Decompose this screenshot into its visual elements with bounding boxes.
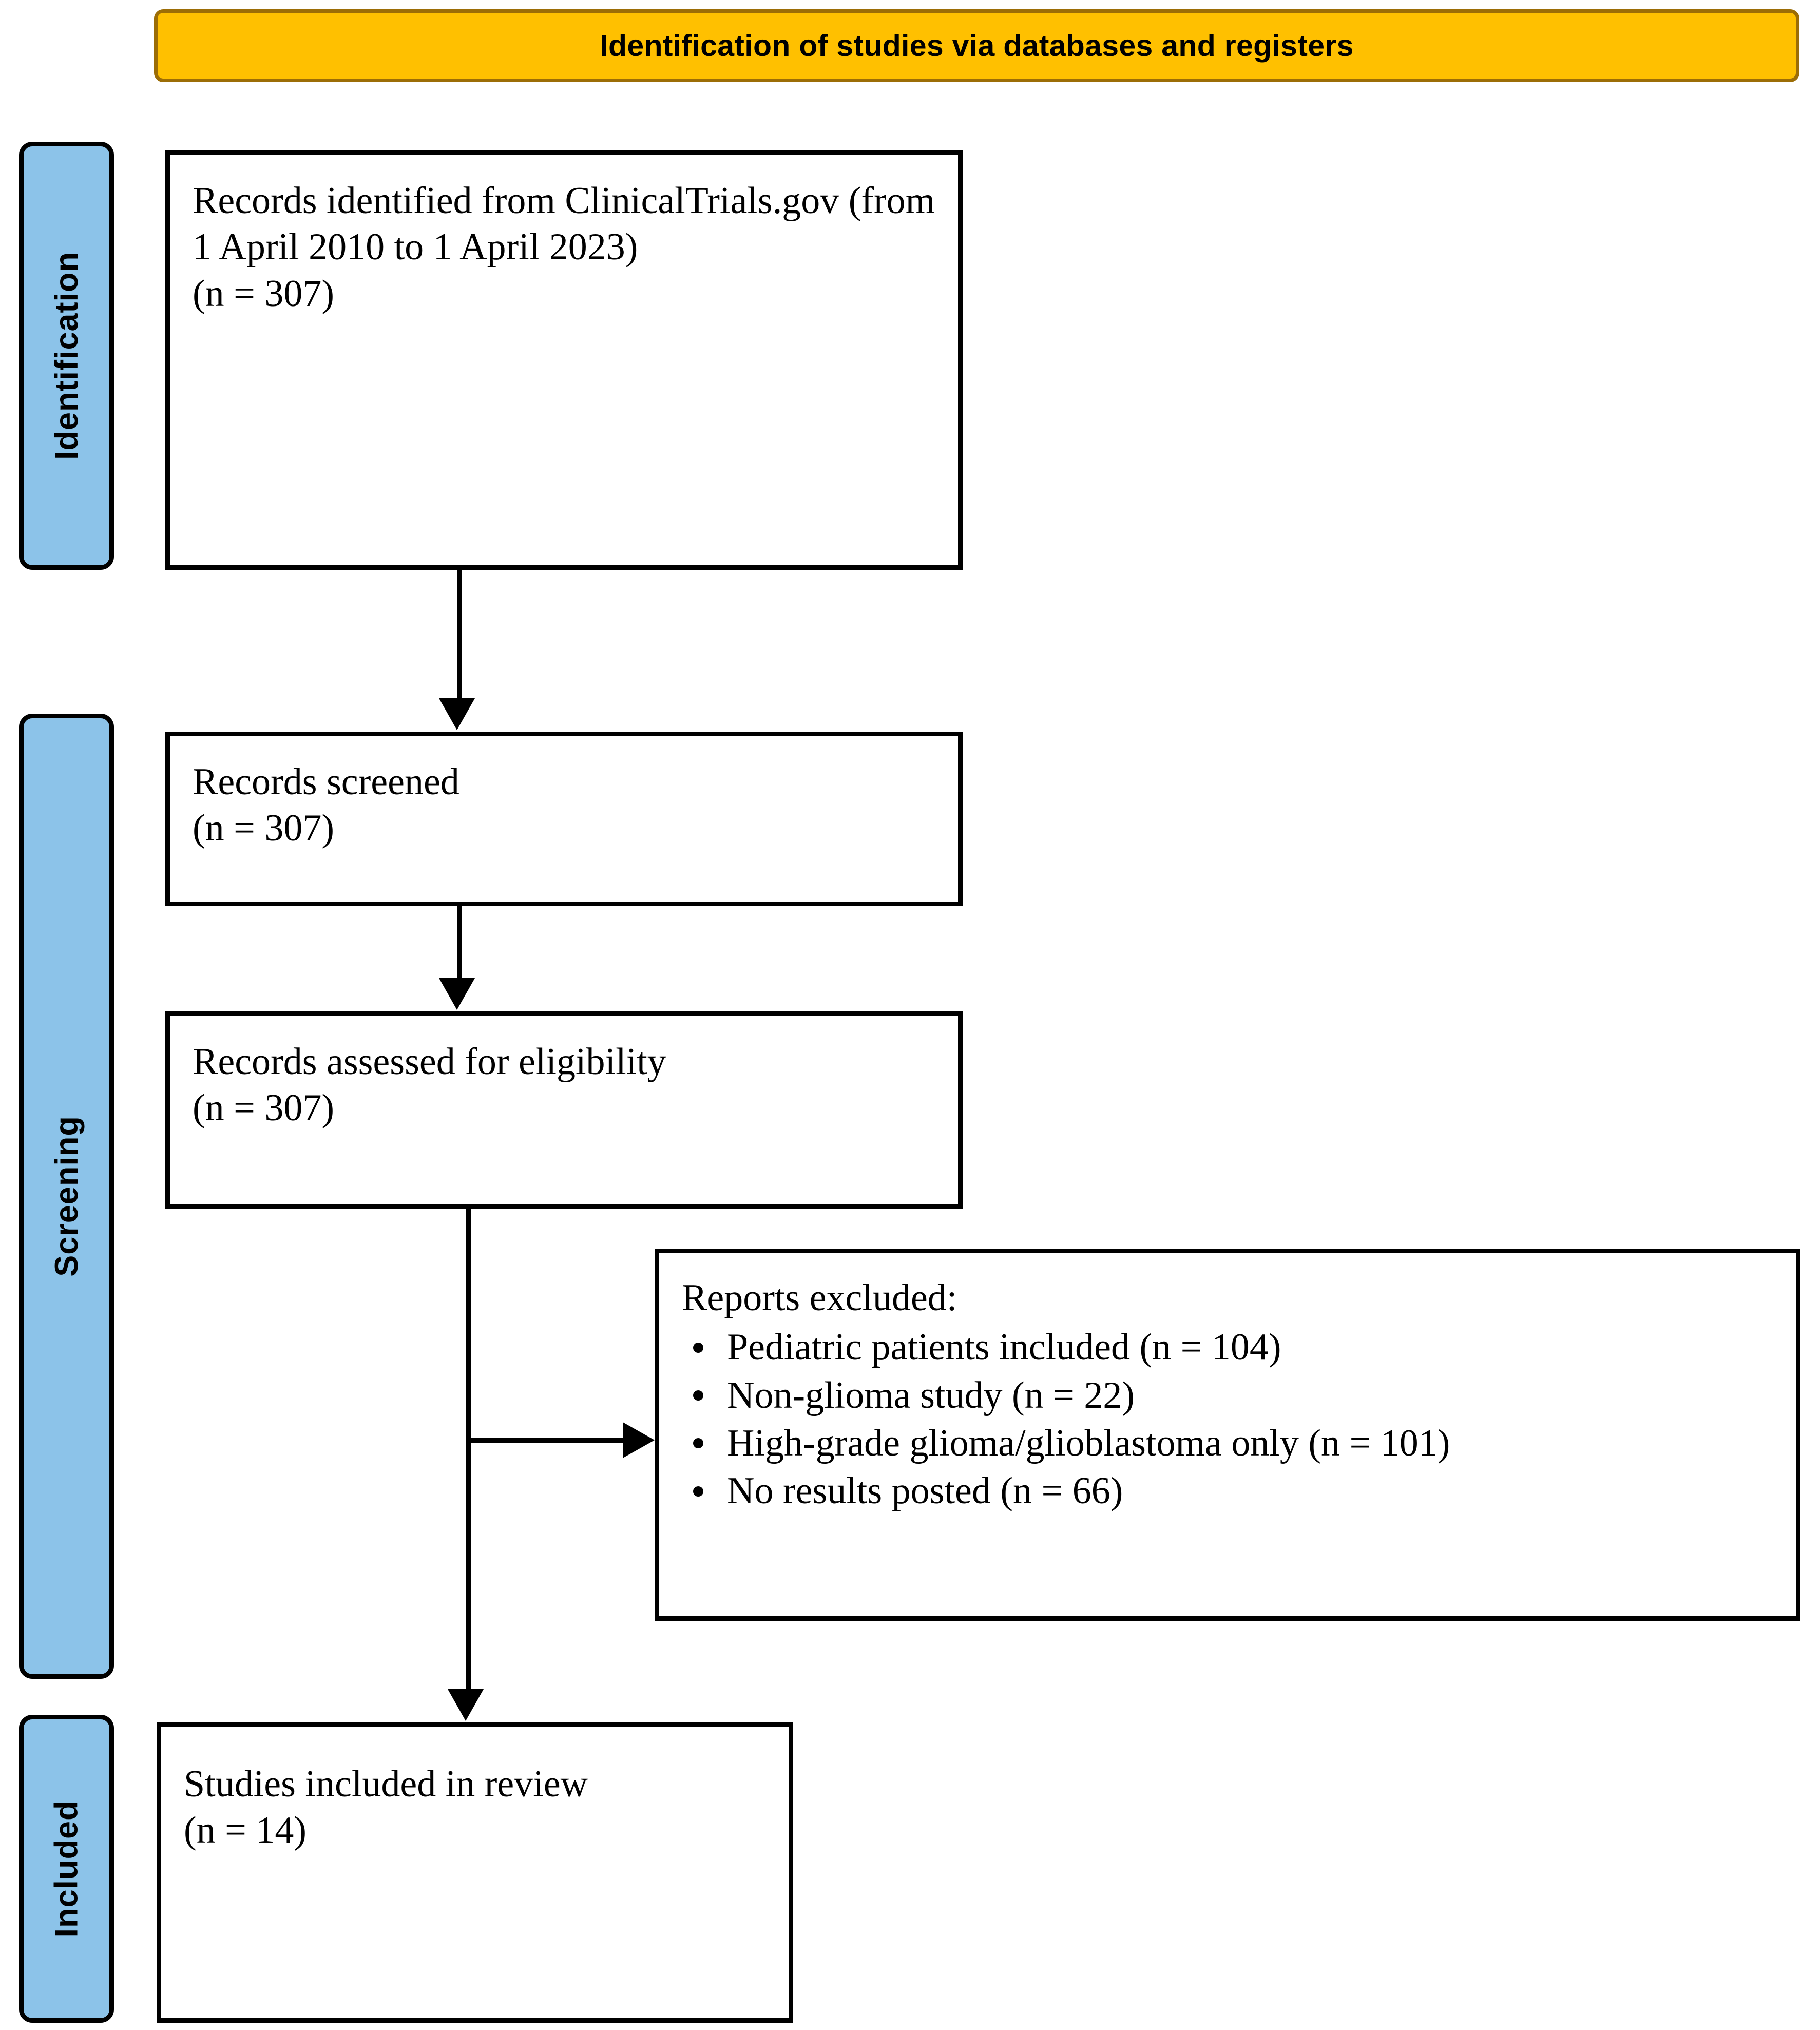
- list-item: Pediatric patients included (n = 104): [682, 1324, 1786, 1371]
- flow-box-studies-included-in-review: Studies included in review (n = 14): [157, 1722, 793, 2023]
- connector-eligible-to-included: [466, 1209, 471, 1692]
- list-item: High-grade glioma/glioblastoma only (n =…: [682, 1420, 1786, 1467]
- flow-box-records-assessed-for-eligibility: Records assessed for eligibility (n = 30…: [165, 1011, 963, 1209]
- connector-identified-to-screened: [457, 570, 462, 701]
- bullet-icon: [693, 1486, 703, 1497]
- stage-tab-label: Included: [48, 1800, 85, 1938]
- excluded-reasons-list: Pediatric patients included (n = 104) No…: [682, 1324, 1786, 1515]
- arrow-down-icon: [439, 978, 475, 1010]
- stage-tab-identification: Identification: [19, 142, 114, 570]
- list-item: Non-glioma study (n = 22): [682, 1372, 1786, 1420]
- flow-box-reports-excluded: Reports excluded: Pediatric patients inc…: [655, 1249, 1800, 1621]
- stage-tab-label: Identification: [48, 252, 85, 460]
- bullet-icon: [693, 1390, 703, 1401]
- stage-tab-label: Screening: [48, 1116, 85, 1277]
- connector-screened-to-eligible: [457, 906, 462, 981]
- bullet-icon: [693, 1438, 703, 1449]
- stage-tab-screening: Screening: [19, 714, 114, 1679]
- diagram-header-banner: Identification of studies via databases …: [154, 9, 1799, 82]
- flow-box-records-screened: Records screened (n = 307): [165, 732, 963, 906]
- page-title: Identification of studies via databases …: [600, 29, 1354, 63]
- excluded-reason-label: Pediatric patients included (n = 104): [727, 1326, 1281, 1369]
- excluded-reason-label: High-grade glioma/glioblastoma only (n =…: [727, 1422, 1450, 1464]
- flow-box-text: Records assessed for eligibility (n = 30…: [193, 1041, 666, 1129]
- stage-tab-included: Included: [19, 1715, 114, 2023]
- arrow-down-icon: [439, 698, 475, 730]
- flow-box-text: Records identified from ClinicalTrials.g…: [193, 180, 935, 315]
- flow-box-text: Records screened (n = 307): [193, 761, 459, 850]
- excluded-reason-label: Non-glioma study (n = 22): [727, 1374, 1135, 1416]
- excluded-title: Reports excluded:: [682, 1277, 957, 1319]
- flow-box-records-identified: Records identified from ClinicalTrials.g…: [165, 150, 963, 570]
- connector-eligible-to-excluded: [466, 1438, 625, 1443]
- flow-box-text: Studies included in review (n = 14): [184, 1763, 588, 1852]
- arrow-right-icon: [623, 1422, 655, 1458]
- arrow-down-icon: [448, 1689, 484, 1721]
- bullet-icon: [693, 1342, 703, 1353]
- list-item: No results posted (n = 66): [682, 1467, 1786, 1515]
- excluded-reason-label: No results posted (n = 66): [727, 1470, 1123, 1512]
